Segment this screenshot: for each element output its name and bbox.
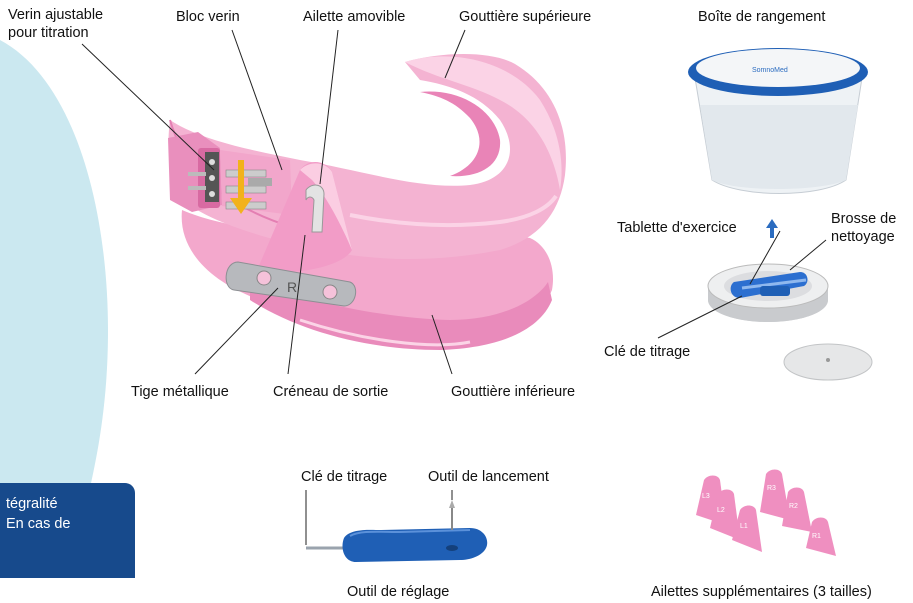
fin-label-l1: L1 — [740, 523, 748, 530]
label-verin-line2: pour titration — [8, 25, 89, 41]
info-line2: En cas de — [6, 514, 135, 534]
fin-label-r2: R2 — [789, 503, 798, 510]
background-arc — [0, 40, 108, 530]
label-tige-metallique: Tige métallique — [131, 383, 229, 401]
label-verin-line1: Verin ajustable — [8, 7, 103, 23]
fin-label-l3: L3 — [702, 493, 710, 500]
storage-box: SomnoMed — [688, 48, 868, 194]
label-tablette-exercice: Tablette d'exercice — [617, 219, 737, 237]
label-verin-ajustable: Verin ajustable pour titration — [8, 6, 103, 42]
label-cle-titrage: Clé de titrage — [604, 343, 690, 361]
fin-letter: R — [287, 279, 297, 295]
label-brosse-nettoyage: Brosse de nettoyage — [831, 210, 896, 246]
label-brosse-line1: Brosse de — [831, 211, 896, 227]
info-box: tégralité En cas de — [0, 483, 135, 578]
exercise-tablet — [708, 264, 828, 322]
label-gouttiere-inferieure: Gouttière inférieure — [451, 383, 575, 401]
label-ailettes-supplementaires: Ailettes supplémentaires (3 tailles) — [651, 583, 872, 601]
fin-label-r3: R3 — [767, 485, 776, 492]
label-creneau-sortie: Créneau de sortie — [273, 383, 388, 401]
fin-label-l2: L2 — [717, 507, 725, 514]
label-boite-rangement: Boîte de rangement — [698, 8, 825, 26]
fin-label-r1: R1 — [812, 533, 821, 540]
adjustment-tool — [306, 500, 487, 562]
label-outil-reglage: Outil de réglage — [347, 583, 449, 601]
label-cle-titrage-outil: Clé de titrage — [301, 468, 387, 486]
label-outil-lancement: Outil de lancement — [428, 468, 549, 486]
label-brosse-line2: nettoyage — [831, 229, 895, 245]
blue-up-arrow — [766, 219, 778, 238]
info-line1: tégralité — [6, 494, 135, 514]
label-ailette-amovible: Ailette amovible — [303, 8, 405, 26]
label-bloc-verin: Bloc verin — [176, 8, 240, 26]
label-gouttiere-superieure: Gouttière supérieure — [459, 8, 591, 26]
svg-text:SomnoMed: SomnoMed — [752, 67, 788, 74]
